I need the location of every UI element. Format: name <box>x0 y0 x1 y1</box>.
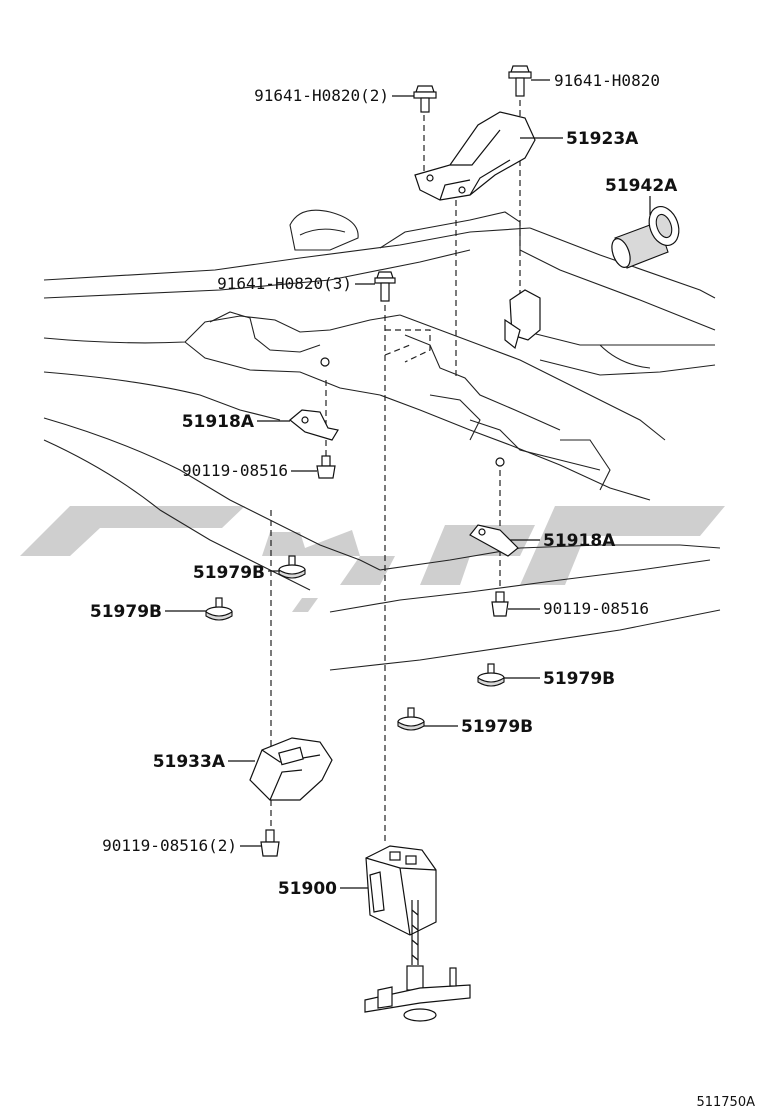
label-stopper-51979B-2: 51979B <box>90 602 162 622</box>
label-stopper-51979B-1: 51979B <box>193 563 265 583</box>
cap-51942A <box>611 206 680 269</box>
label-bracket-51918A-left: 51918A <box>182 412 255 432</box>
stopper-51979B-4 <box>397 707 425 731</box>
bracket-51933A <box>249 737 333 801</box>
stopper-51979B-3 <box>477 663 505 687</box>
label-bracket-51918A-right: 51918A <box>543 531 616 551</box>
label-stopper-51979B-3: 51979B <box>543 669 615 689</box>
bolt-91641-top-right <box>508 65 532 97</box>
bolt-91641-mid <box>374 271 396 302</box>
bolt-90119-bottom <box>260 829 280 857</box>
bracket-51918A-right <box>469 457 519 557</box>
label-bracket-51933A: 51933A <box>153 752 226 772</box>
bracket-51923A <box>414 111 536 201</box>
label-bolt-91641-top-right: 91641-H0820 <box>554 71 660 90</box>
label-bolt-90119-bottom: 90119-08516(2) <box>102 836 237 855</box>
label-carrier-51900: 51900 <box>278 879 337 899</box>
label-bolt-91641-mid: 91641-H0820(3) <box>217 274 352 293</box>
label-bracket-51923A: 51923A <box>566 129 639 149</box>
leader-lines <box>165 79 651 889</box>
label-stopper-51979B-4: 51979B <box>461 717 533 737</box>
carrier-51900 <box>364 845 471 1022</box>
bolt-90119-right <box>491 591 509 617</box>
bolt-91641-top-left <box>413 85 437 113</box>
label-cap-51942A: 51942A <box>605 176 678 196</box>
frame-hanger-right <box>504 289 541 350</box>
bolt-90119-left <box>316 455 336 479</box>
stopper-51979B-1 <box>278 555 306 579</box>
watermark-logo <box>20 506 725 612</box>
label-bolt-90119-left: 90119-08516 <box>182 461 288 480</box>
figure-reference: 511750A <box>696 1095 755 1110</box>
label-bolt-90119-right: 90119-08516 <box>543 599 649 618</box>
bracket-51918A-left <box>289 357 339 441</box>
chassis-frame <box>43 209 721 671</box>
label-bolt-91641-top-left: 91641-H0820(2) <box>254 86 389 105</box>
stopper-51979B-2 <box>205 597 233 621</box>
